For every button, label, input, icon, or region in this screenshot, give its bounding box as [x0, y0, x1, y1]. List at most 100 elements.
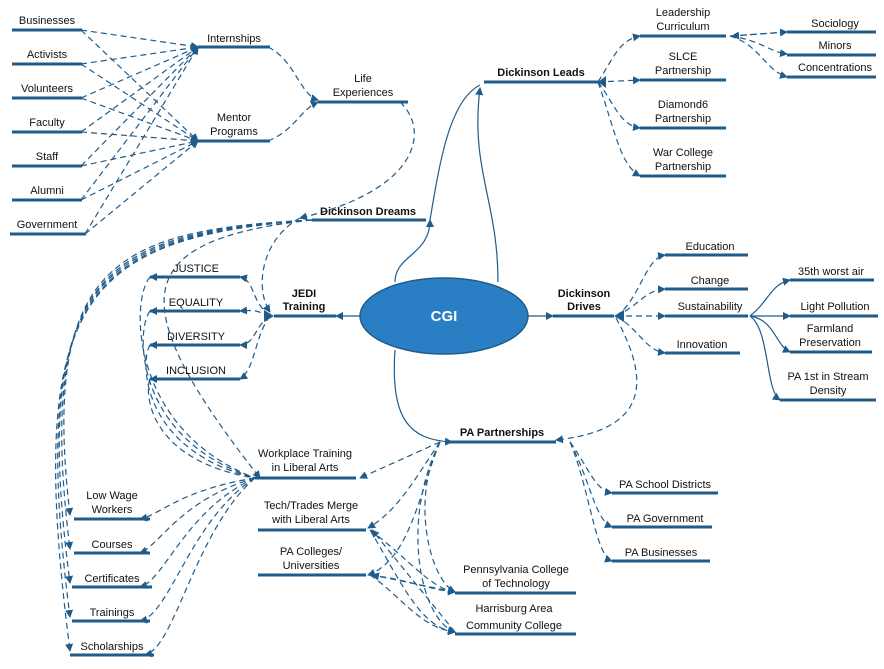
node-concentrations[interactable]: Concentrations — [787, 62, 876, 79]
svg-text:Education: Education — [686, 241, 735, 253]
node-sociology[interactable]: Sociology — [787, 18, 876, 34]
node-volunteers[interactable]: Volunteers — [12, 83, 82, 100]
node-pa-colleges[interactable]: PA Colleges/Universities — [258, 546, 366, 577]
node-pa-businesses[interactable]: PA Businesses — [612, 547, 710, 563]
svg-text:Diamond6: Diamond6 — [658, 99, 708, 111]
svg-text:Dickinson: Dickinson — [558, 288, 611, 300]
svg-text:Partnership: Partnership — [655, 65, 711, 77]
svg-text:Workers: Workers — [92, 504, 133, 516]
node-scholarships[interactable]: Scholarships — [70, 641, 154, 657]
node-sustainability[interactable]: Sustainability — [665, 301, 748, 318]
node-activists[interactable]: Activists — [12, 49, 82, 66]
svg-text:Curriculum: Curriculum — [656, 21, 709, 33]
svg-text:Community College: Community College — [466, 620, 562, 632]
node-justice[interactable]: JUSTICE — [150, 263, 240, 279]
node-courses[interactable]: Courses — [74, 539, 150, 555]
svg-text:Activists: Activists — [27, 49, 68, 61]
node-government[interactable]: Government — [10, 219, 86, 236]
svg-text:Tech/Trades Merge: Tech/Trades Merge — [264, 500, 358, 512]
node-businesses[interactable]: Businesses — [12, 15, 82, 32]
svg-text:Dickinson Dreams: Dickinson Dreams — [320, 206, 416, 218]
svg-text:of Technology: of Technology — [482, 578, 550, 590]
center-label: CGI — [431, 308, 458, 325]
svg-text:PA Partnerships: PA Partnerships — [460, 427, 544, 439]
svg-text:Experiences: Experiences — [333, 87, 394, 99]
connectors — [55, 28, 791, 658]
svg-text:JEDI: JEDI — [292, 288, 316, 300]
node-inclusion[interactable]: INCLUSION — [150, 365, 240, 381]
svg-text:Training: Training — [283, 301, 326, 313]
svg-text:Programs: Programs — [210, 126, 258, 138]
svg-text:Internships: Internships — [207, 33, 261, 45]
node-pa-partnerships[interactable]: PA Partnerships — [450, 427, 556, 444]
svg-text:Drives: Drives — [567, 301, 601, 313]
nodes: Businesses Activists Volunteers Faculty … — [10, 7, 878, 657]
node-slce-partnership[interactable]: SLCE Partnership — [640, 51, 726, 82]
node-dickinson-dreams[interactable]: Dickinson Dreams — [312, 206, 426, 222]
node-dickinson-leads[interactable]: Dickinson Leads — [484, 67, 606, 88]
svg-text:Faculty: Faculty — [29, 117, 65, 129]
svg-text:DIVERSITY: DIVERSITY — [167, 331, 226, 343]
svg-text:Harrisburg Area: Harrisburg Area — [475, 603, 553, 615]
svg-text:with Liberal Arts: with Liberal Arts — [271, 514, 350, 526]
node-diversity[interactable]: DIVERSITY — [150, 331, 240, 347]
svg-text:PA Businesses: PA Businesses — [625, 547, 698, 559]
node-certificates[interactable]: Certificates — [72, 573, 152, 589]
node-pa-government[interactable]: PA Government — [612, 513, 712, 529]
svg-text:Change: Change — [691, 275, 730, 287]
svg-text:Low Wage: Low Wage — [86, 490, 138, 502]
svg-text:Leadership: Leadership — [656, 7, 710, 19]
node-education[interactable]: Education — [665, 241, 748, 257]
svg-text:Dickinson Leads: Dickinson Leads — [497, 67, 584, 79]
node-equality[interactable]: EQUALITY — [150, 297, 240, 313]
svg-text:Density: Density — [810, 385, 847, 397]
svg-text:PA School Districts: PA School Districts — [619, 479, 712, 491]
node-change[interactable]: Change — [665, 275, 748, 291]
svg-text:PA 1st in Stream: PA 1st in Stream — [787, 371, 868, 383]
svg-text:Scholarships: Scholarships — [81, 641, 144, 653]
svg-text:Concentrations: Concentrations — [798, 62, 872, 74]
svg-text:35th worst air: 35th worst air — [798, 266, 864, 278]
svg-text:INCLUSION: INCLUSION — [166, 365, 226, 377]
node-faculty[interactable]: Faculty — [12, 117, 82, 134]
svg-text:Government: Government — [17, 219, 78, 231]
svg-text:Sustainability: Sustainability — [678, 301, 743, 313]
svg-text:Sociology: Sociology — [811, 18, 859, 30]
svg-text:EQUALITY: EQUALITY — [169, 297, 224, 309]
svg-text:Partnership: Partnership — [655, 113, 711, 125]
node-light-pollution[interactable]: Light Pollution — [790, 301, 878, 318]
svg-text:Partnership: Partnership — [655, 161, 711, 173]
svg-text:Innovation: Innovation — [677, 339, 728, 351]
svg-text:Light Pollution: Light Pollution — [800, 301, 869, 313]
svg-text:PA Colleges/: PA Colleges/ — [280, 546, 343, 558]
node-innovation[interactable]: Innovation — [665, 339, 740, 355]
node-alumni[interactable]: Alumni — [12, 185, 82, 202]
svg-text:PA Government: PA Government — [627, 513, 704, 525]
node-internships[interactable]: Internships — [198, 33, 270, 49]
node-tech-trades[interactable]: Tech/Trades Merge with Liberal Arts — [258, 500, 366, 532]
center-node[interactable]: CGI — [359, 277, 529, 355]
node-trainings[interactable]: Trainings — [72, 607, 150, 623]
node-minors[interactable]: Minors — [787, 40, 876, 57]
node-staff[interactable]: Staff — [12, 151, 82, 168]
svg-text:Businesses: Businesses — [19, 15, 76, 27]
node-35th-worst-air[interactable]: 35th worst air — [790, 266, 874, 282]
svg-text:SLCE: SLCE — [669, 51, 698, 63]
svg-text:Staff: Staff — [36, 151, 59, 163]
node-pa-school-districts[interactable]: PA School Districts — [612, 479, 718, 495]
svg-text:Certificates: Certificates — [84, 573, 140, 585]
